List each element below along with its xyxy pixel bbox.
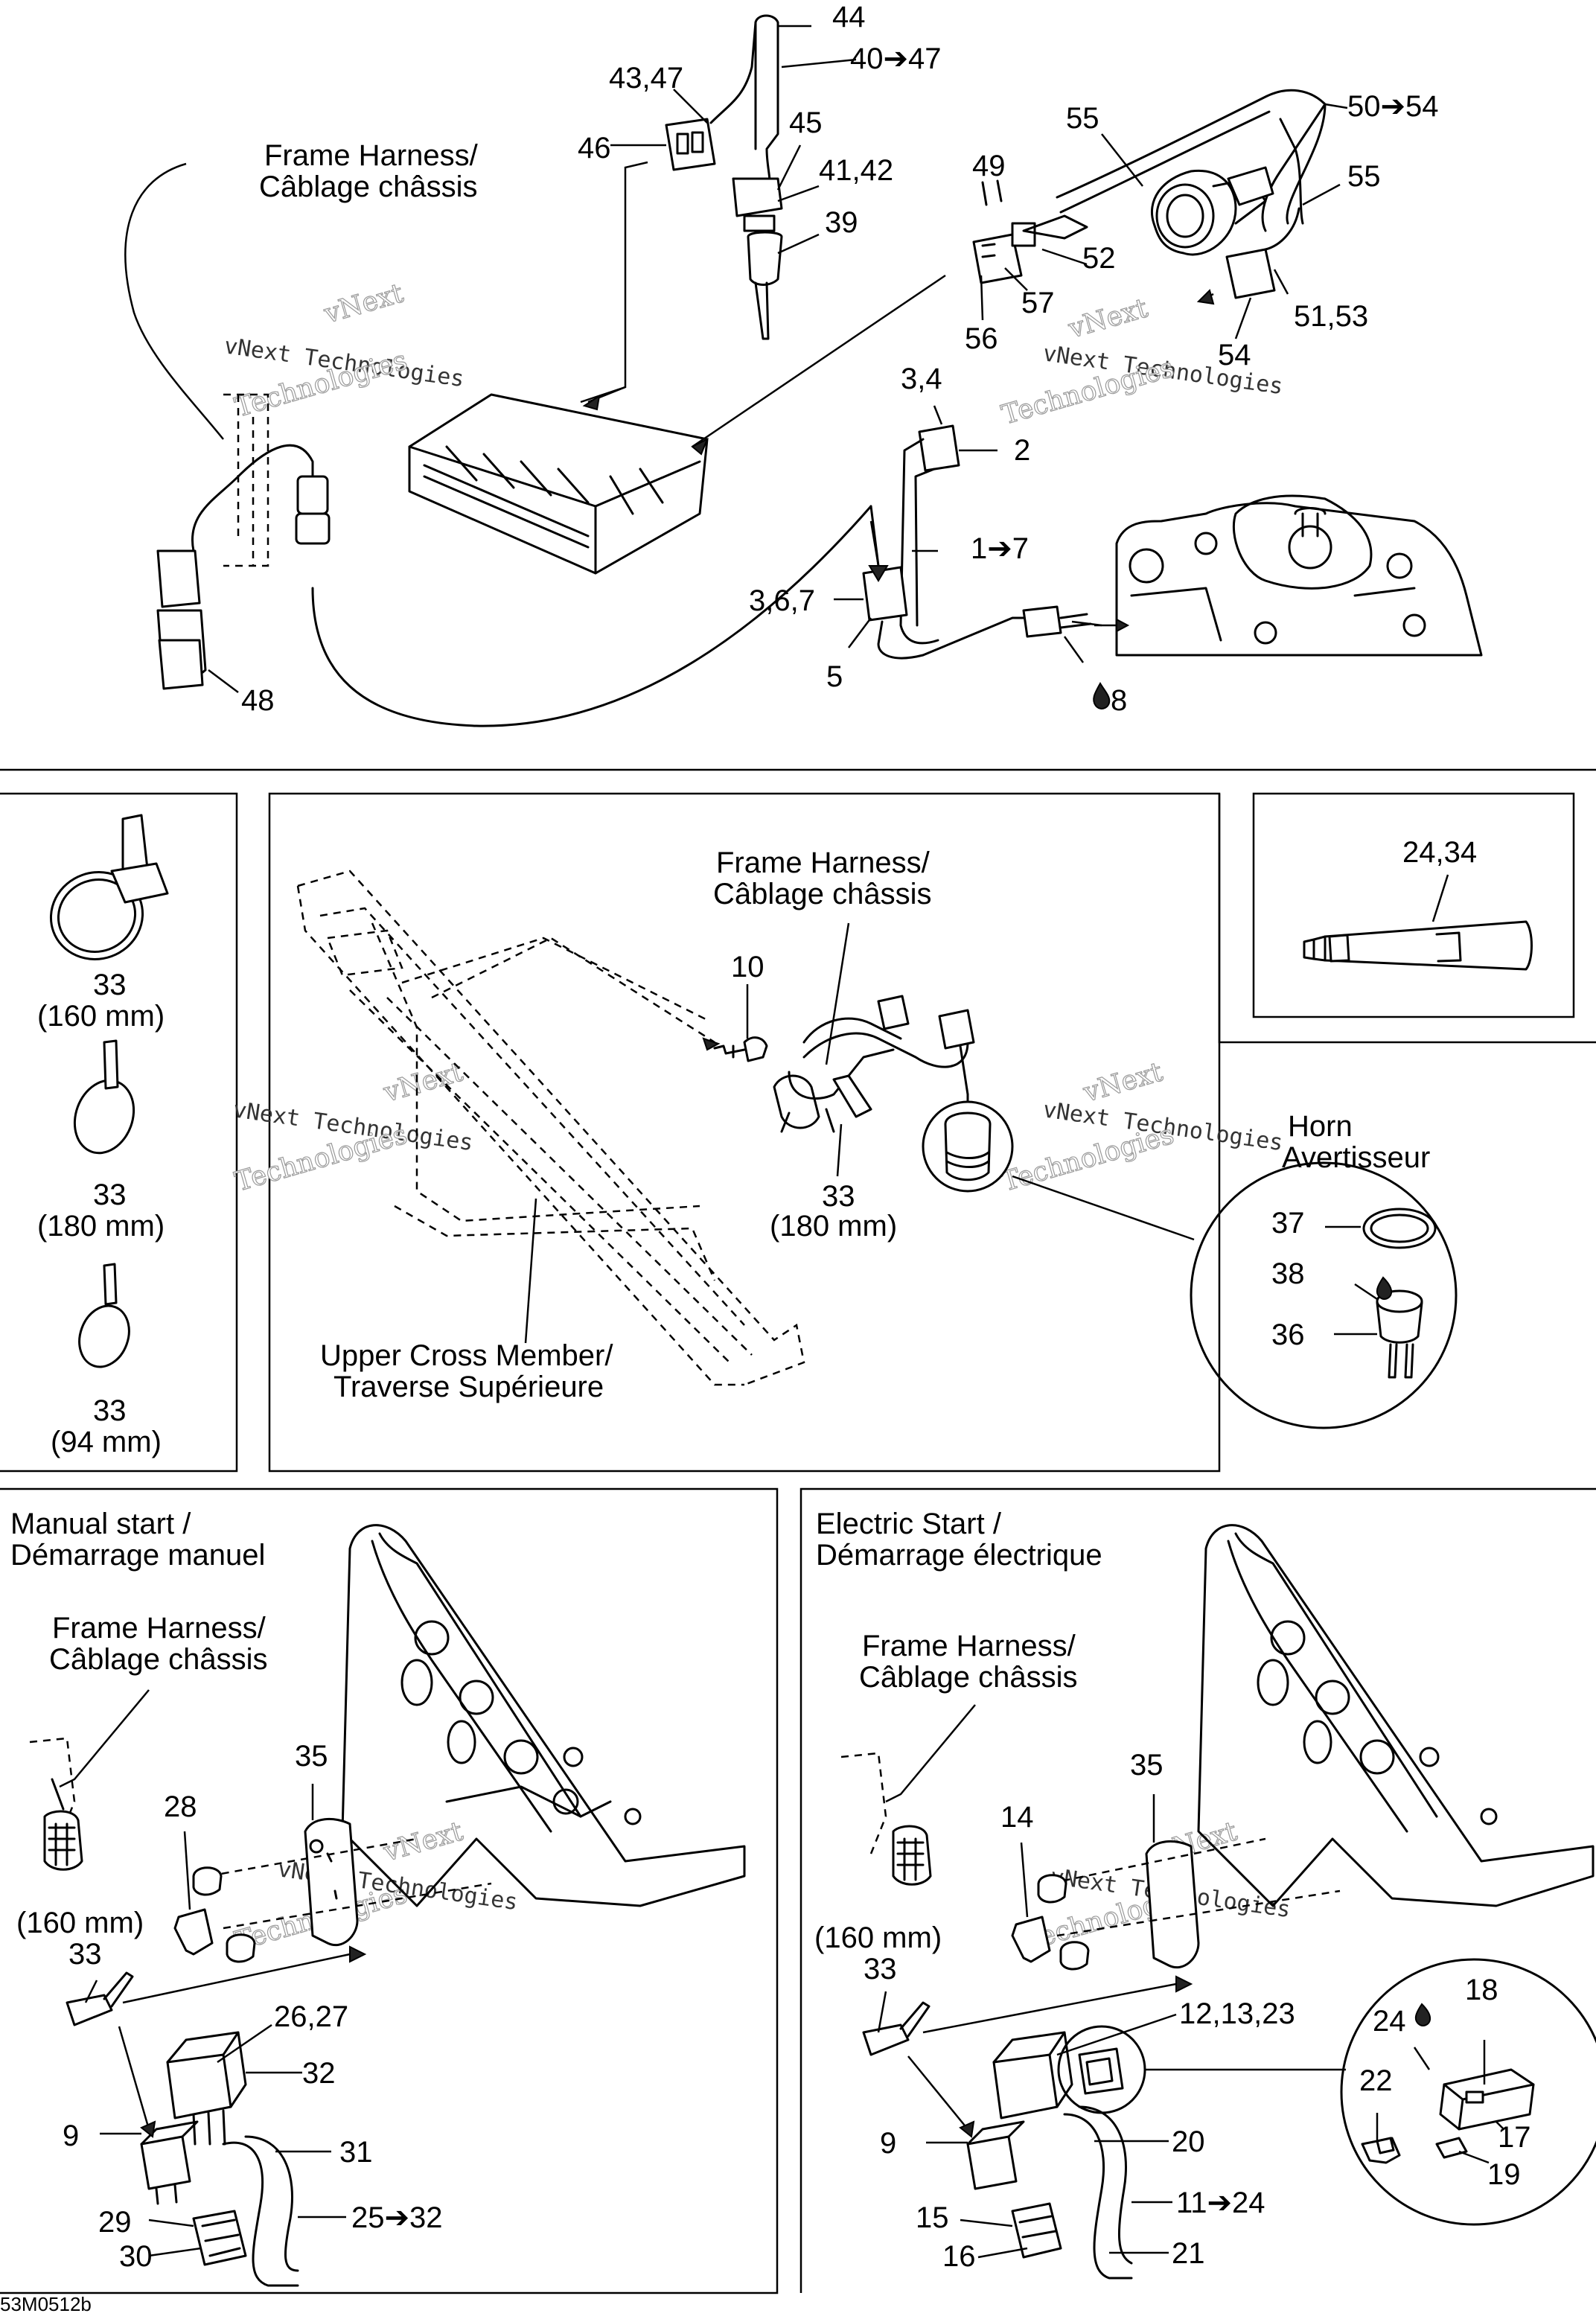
callout-39: 39 — [825, 206, 858, 239]
frame-harness-label-electric: Frame Harness/ — [862, 1630, 1076, 1662]
callout-35-manual: 35 — [295, 1740, 328, 1773]
callout-15: 15 — [916, 2201, 949, 2234]
watermarks: vNext vNext Technologies Technologies vN… — [223, 278, 1292, 1958]
callout-33-mid: 33 — [822, 1180, 855, 1213]
frame-harness-label-mid: Frame Harness/ — [716, 846, 931, 879]
horn-label: Horn — [1288, 1110, 1353, 1143]
upper-cross-member-label: Upper Cross Member/ — [320, 1339, 613, 1372]
svg-text:vNext: vNext — [380, 1816, 467, 1868]
callout-51-53: 51,53 — [1294, 300, 1368, 333]
top-labels: Frame Harness/ Câblage châssis 44 40➔47 … — [241, 1, 1439, 717]
frame-harness-label-mid-fr: Câblage châssis — [713, 878, 932, 910]
middle-frame-art — [296, 870, 1533, 1429]
tie-straps-art — [49, 814, 169, 1368]
svg-text:vNext: vNext — [380, 1056, 467, 1109]
manual-start-art — [29, 1524, 746, 2287]
callout-30: 30 — [119, 2240, 153, 2273]
svg-text:vNext: vNext — [1064, 293, 1152, 345]
callout-29: 29 — [98, 2206, 132, 2239]
callout-38: 38 — [1271, 1257, 1305, 1290]
electric-start-labels: Electric Start / Démarrage électrique Fr… — [814, 1508, 1531, 2273]
callout-5: 5 — [826, 660, 843, 693]
callout-49: 49 — [972, 150, 1006, 182]
tie-94-size: (94 mm) — [51, 1426, 162, 1458]
frame-harness-label-manual: Frame Harness/ — [52, 1612, 266, 1645]
manual-start-title: Manual start / — [10, 1508, 191, 1540]
tie-180-num: 33 — [93, 1178, 127, 1211]
tie-180-size: (180 mm) — [37, 1210, 165, 1243]
electric-start-title-fr: Démarrage électrique — [816, 1539, 1102, 1572]
callout-48: 48 — [241, 684, 275, 717]
svg-text:vNext: vNext — [320, 278, 407, 330]
callout-160-manual: (160 mm) — [16, 1907, 144, 1939]
callout-50-54: 50➔54 — [1347, 90, 1439, 123]
tie-straps-labels: 33 (160 mm) 33 (180 mm) 33 (94 mm) — [37, 969, 165, 1458]
callout-52: 52 — [1082, 242, 1116, 275]
callout-40-47: 40➔47 — [850, 42, 942, 75]
callout-22: 22 — [1359, 2064, 1393, 2097]
callout-26-27: 26,27 — [274, 2000, 348, 2033]
callout-11-24: 11➔24 — [1176, 2187, 1265, 2219]
tie-160-num: 33 — [93, 969, 127, 1001]
callout-55-a: 55 — [1066, 102, 1099, 135]
callout-33-electric: 33 — [864, 1953, 897, 1985]
horn-label-fr: Avertisseur — [1282, 1141, 1430, 1174]
callout-20: 20 — [1172, 2125, 1205, 2158]
callout-55-b: 55 — [1347, 160, 1381, 193]
callout-2: 2 — [1014, 434, 1030, 467]
callout-3-6-7: 3,6,7 — [749, 584, 815, 617]
upper-cross-member-label-fr: Traverse Supérieure — [333, 1371, 604, 1403]
frame-harness-label: Frame Harness/ — [264, 139, 479, 172]
callout-45: 45 — [789, 106, 823, 139]
callout-24: 24 — [1373, 2005, 1406, 2038]
callout-33-mid-size: (180 mm) — [770, 1210, 897, 1243]
callout-9-manual: 9 — [63, 2120, 79, 2152]
callout-31: 31 — [339, 2136, 373, 2169]
callout-57: 57 — [1021, 287, 1055, 319]
tie-160-size: (160 mm) — [37, 1000, 165, 1033]
tie-94-num: 33 — [93, 1394, 127, 1427]
callout-12-13-23: 12,13,23 — [1179, 1997, 1295, 2030]
callout-37: 37 — [1271, 1207, 1305, 1240]
callout-24-34: 24,34 — [1402, 836, 1477, 869]
electric-start-title: Electric Start / — [816, 1508, 1002, 1540]
frame-harness-label-electric-fr: Câblage châssis — [859, 1661, 1078, 1694]
callout-35-electric: 35 — [1130, 1749, 1164, 1782]
callout-1-7: 1➔7 — [971, 532, 1029, 565]
callout-54: 54 — [1218, 339, 1251, 371]
callout-16: 16 — [942, 2240, 976, 2273]
callout-160-electric: (160 mm) — [814, 1921, 942, 1954]
frame-harness-label-manual-fr: Câblage châssis — [49, 1643, 268, 1676]
callout-10: 10 — [731, 951, 765, 983]
callout-41-42: 41,42 — [819, 154, 893, 187]
callout-14: 14 — [1000, 1801, 1034, 1834]
callout-43-47: 43,47 — [609, 62, 683, 95]
callout-32: 32 — [302, 2057, 336, 2090]
svg-text:Technologies: Technologies — [998, 1120, 1177, 1198]
callout-44: 44 — [832, 1, 866, 34]
callout-28: 28 — [164, 1790, 197, 1823]
callout-33-manual: 33 — [68, 1938, 102, 1971]
callout-3-4: 3,4 — [901, 363, 942, 395]
svg-text:vNext: vNext — [1079, 1056, 1166, 1109]
callout-9-electric: 9 — [880, 2127, 896, 2160]
middle-labels: Frame Harness/ Câblage châssis 10 33 (18… — [320, 836, 1477, 1403]
diagram-code: 53M0512b — [0, 2293, 92, 2315]
callout-21: 21 — [1172, 2237, 1205, 2270]
top-assembly-art — [124, 14, 1483, 727]
callout-36: 36 — [1271, 1318, 1305, 1351]
callout-46: 46 — [578, 132, 611, 165]
callout-56: 56 — [965, 322, 998, 355]
callout-8: 8 — [1111, 684, 1127, 717]
electric-start-art — [840, 1524, 1596, 2280]
callout-19: 19 — [1487, 2158, 1521, 2191]
frame-harness-label-fr: Câblage châssis — [259, 170, 478, 203]
callout-17: 17 — [1498, 2121, 1531, 2154]
manual-start-labels: Manual start / Démarrage manuel Frame Ha… — [10, 1508, 443, 2273]
section-frames — [0, 768, 1596, 2294]
callout-18: 18 — [1465, 1974, 1498, 2006]
manual-start-title-fr: Démarrage manuel — [10, 1539, 265, 1572]
callout-25-32: 25➔32 — [351, 2201, 443, 2234]
